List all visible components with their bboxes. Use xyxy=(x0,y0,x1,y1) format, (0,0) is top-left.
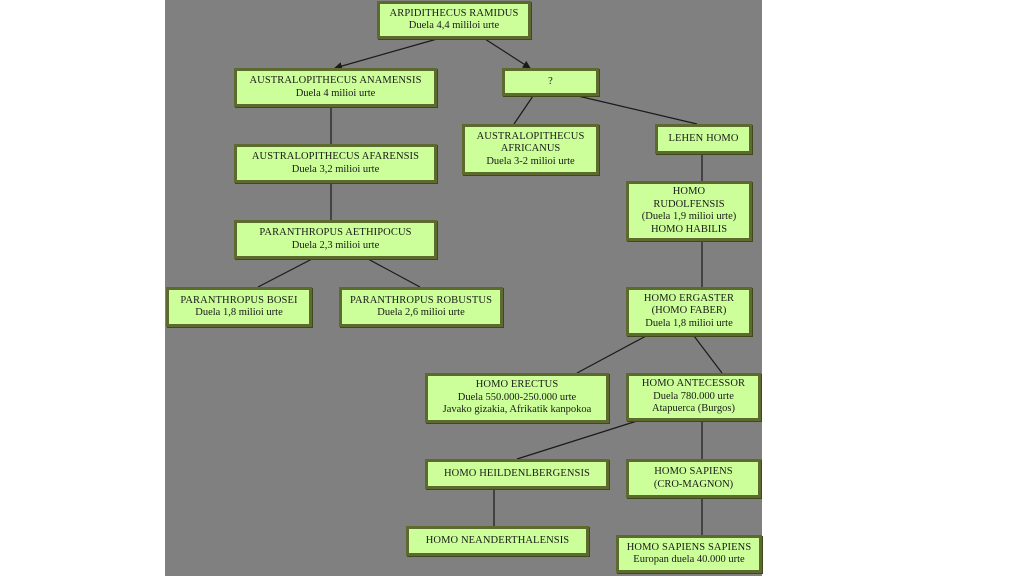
node-homo-neanderthalensis: HOMO NEANDERTHALENSIS xyxy=(406,526,589,556)
node-alt-name: HOMO HABILIS xyxy=(650,223,728,235)
node-title: LEHEN HOMO xyxy=(668,132,739,144)
node-date: Duela 3-2 milioi urte xyxy=(486,155,575,167)
node-date: Duela 780.000 urte xyxy=(653,390,734,402)
link-ardipithecus-unknown xyxy=(484,38,531,69)
link-unknown-africanus xyxy=(513,95,534,125)
link-ergaster-antecessor xyxy=(693,335,723,374)
node-paranthropus-aethipocus: PARANTHROPUS AETHIPOCUS Duela 2,3 milioi… xyxy=(234,220,437,259)
node-australopithecus-afarensis: AUSTRALOPITHECUS AFARENSIS Duela 3,2 mil… xyxy=(234,144,437,183)
node-title: HOMO ERECTUS xyxy=(475,379,559,391)
link-aethipocus-robustus xyxy=(367,258,421,288)
node-title: HOMO HEILDENLBERGENSIS xyxy=(444,467,590,479)
node-homo-erectus: HOMO ERECTUS Duela 550.000-250.000 urte … xyxy=(425,373,609,423)
node-date: (Duela 1,9 milioi urte) xyxy=(641,211,737,222)
node-date: Duela 3,2 milioi urte xyxy=(291,163,380,175)
node-title: HOMO NEANDERTHALENSIS xyxy=(425,534,570,546)
node-australopithecus-africanus: AUSTRALOPITHECUS AFRICANUS Duela 3-2 mil… xyxy=(462,124,599,175)
node-homo-sapiens: HOMO SAPIENS (CRO-MAGNON) xyxy=(626,459,761,498)
link-ergaster-erectus xyxy=(576,335,647,374)
node-title-cont: AFRICANUS xyxy=(500,143,561,155)
node-alt-name: (CRO-MAGNON) xyxy=(653,478,734,490)
node-date: Duela 1,8 milioi urte xyxy=(645,317,733,329)
node-date: Duela 550.000-250.000 urte xyxy=(457,391,577,403)
node-note: Atapuerca (Burgos) xyxy=(652,403,735,415)
node-australopithecus-anamensis: AUSTRALOPITHECUS ANAMENSIS Duela 4 milio… xyxy=(234,68,437,107)
node-homo-heidelbergensis: HOMO HEILDENLBERGENSIS xyxy=(425,459,609,489)
node-date: Duela 2,6 milioi urte xyxy=(377,307,465,318)
node-homo-ergaster: HOMO ERGASTER (HOMO FABER) Duela 1,8 mil… xyxy=(626,287,752,336)
node-paranthropus-robustus: PARANTHROPUS ROBUSTUS Duela 2,6 milioi u… xyxy=(339,287,503,327)
node-paranthropus-bosei: PARANTHROPUS BOSEI Duela 1,8 milioi urte xyxy=(166,287,312,327)
node-title: HOMO SAPIENS SAPIENS xyxy=(626,541,752,553)
node-title: AUSTRALOPITHECUS AFARENSIS xyxy=(251,151,420,162)
node-note: Javako gizakia, Afrikatik kanpokoa xyxy=(442,404,592,416)
node-date: Duela 2,3 milioi urte xyxy=(291,239,380,251)
node-title: PARANTHROPUS AETHIPOCUS xyxy=(259,227,412,238)
node-alt-name: (HOMO FABER) xyxy=(651,305,727,317)
node-title: PARANTHROPUS ROBUSTUS xyxy=(349,294,493,306)
node-title: AUSTRALOPITHECUS ANAMENSIS xyxy=(249,75,422,86)
link-unknown-lehen-homo xyxy=(577,95,698,125)
node-date: Europan duela 40.000 urte xyxy=(633,554,745,565)
node-date: Duela 4,4 mililoi urte xyxy=(408,20,500,31)
node-title: HOMO SAPIENS xyxy=(654,466,733,477)
node-title: AUSTRALOPITHECUS xyxy=(476,130,585,142)
node-homo-rudolfensis: HOMO RUDOLFENSIS (Duela 1,9 milioi urte)… xyxy=(626,181,752,241)
node-title: PARANTHROPUS BOSEI xyxy=(180,294,298,306)
node-title: HOMO ERGASTER xyxy=(643,292,735,304)
node-title-cont: RUDOLFENSIS xyxy=(653,198,725,210)
node-title: ? xyxy=(548,75,553,87)
link-antecessor-heidelbergensis xyxy=(516,420,638,460)
link-aethipocus-bosei xyxy=(257,258,313,288)
node-title: HOMO xyxy=(672,186,706,197)
node-unknown-ancestor: ? xyxy=(502,68,599,96)
node-homo-sapiens-sapiens: HOMO SAPIENS SAPIENS Europan duela 40.00… xyxy=(616,535,762,573)
node-date: Duela 1,8 milioi urte xyxy=(195,307,283,318)
node-lehen-homo: LEHEN HOMO xyxy=(655,124,752,154)
node-homo-antecessor: HOMO ANTECESSOR Duela 780.000 urte Atapu… xyxy=(626,373,761,421)
link-ardipithecus-anamensis xyxy=(334,38,438,70)
node-ardipithecus-ramidus: ARPIDITHECUS RAMIDUS Duela 4,4 mililoi u… xyxy=(377,1,531,39)
node-date: Duela 4 milioi urte xyxy=(295,87,376,99)
node-title: HOMO ANTECESSOR xyxy=(641,378,746,390)
node-title: ARPIDITHECUS RAMIDUS xyxy=(389,7,519,19)
